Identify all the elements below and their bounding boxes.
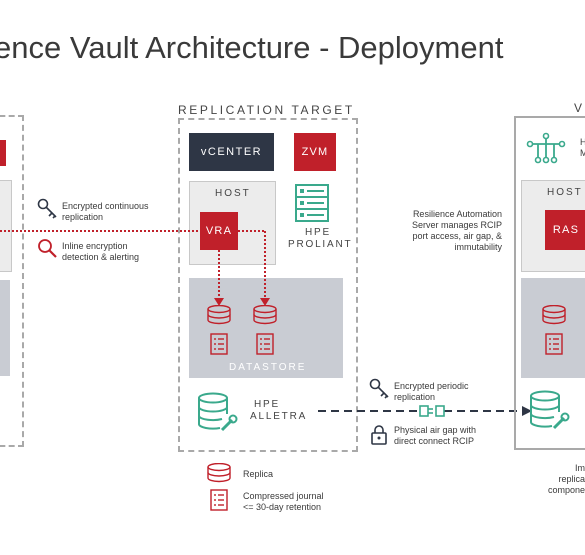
- datastore-label: DATASTORE: [229, 362, 307, 373]
- vault-bottom-line-2: replica: [558, 474, 585, 484]
- periodic-replication-note: Encrypted periodic replication: [394, 381, 469, 403]
- vault-icon-text: H M: [580, 137, 585, 159]
- page-title: ence Vault Architecture - Deployment: [0, 30, 504, 65]
- vault-host-label: HOST: [547, 187, 583, 198]
- periodic-line-2: replication: [394, 392, 436, 402]
- lock-icon: [371, 425, 387, 445]
- left-red-component: [0, 140, 6, 166]
- journal-icon: [210, 489, 228, 511]
- periodic-line-1: Encrypted periodic: [394, 381, 469, 391]
- datastore-box: [189, 278, 343, 378]
- plug-icon: [419, 405, 445, 417]
- ras-box: RAS: [545, 210, 585, 250]
- vra-box: VRA: [200, 212, 238, 250]
- vault-bottom-text: Im replica compone: [548, 463, 585, 496]
- proliant-label: HPE PROLIANT: [288, 227, 353, 251]
- replica-icon: [542, 305, 566, 325]
- ras-note-line-1: Resilience Automation: [412, 209, 502, 219]
- inline-encryption-note: Inline encryption detection & alerting: [62, 241, 139, 263]
- air-gap-line-1: Physical air gap with: [394, 425, 477, 435]
- replication-target-header: REPLICATION TARGET: [178, 103, 355, 117]
- proliant-line-1: HPE: [305, 227, 331, 238]
- replica-icon: [207, 463, 231, 483]
- ras-note-line-3: port access, air gap, &: [412, 231, 502, 241]
- vault-icon-text-2: M: [580, 148, 585, 158]
- proliant-line-2: PROLIANT: [288, 239, 353, 250]
- vault-box: [514, 116, 585, 450]
- legend-journal-line-2: <= 30-day retention: [243, 502, 322, 512]
- legend-replica-label: Replica: [243, 469, 274, 479]
- legend-journal-line-1: Compressed journal: [243, 491, 324, 501]
- vault-bottom-line-3: compone: [548, 485, 585, 495]
- air-gap-note: Physical air gap with direct connect RCI…: [394, 425, 476, 447]
- alletra-line-1: HPE: [254, 399, 280, 410]
- key-icon: [369, 378, 389, 399]
- alletra-label: HPE ALLETRA: [250, 399, 307, 423]
- server-icon: [295, 184, 329, 222]
- left-site-box: [0, 115, 24, 447]
- vault-header: V: [574, 101, 585, 115]
- vault-datastore-box: [521, 278, 585, 378]
- host-label: HOST: [215, 188, 251, 199]
- key-icon: [37, 198, 57, 219]
- inline-encryption-line-1: Inline encryption: [62, 241, 128, 251]
- vcenter-box: vCENTER: [189, 133, 274, 171]
- ras-note: Resilience Automation Server manages RCI…: [384, 209, 502, 253]
- inline-encryption-line-2: detection & alerting: [62, 252, 140, 262]
- left-datastore-box: [0, 280, 10, 376]
- vault-icon-text-1: H: [580, 137, 585, 147]
- vault-bottom-line-1: Im: [575, 463, 585, 473]
- encrypted-continuous-line-1: Encrypted continuous: [62, 201, 149, 211]
- legend-journal-label: Compressed journal <= 30-day retention: [243, 491, 324, 513]
- encrypted-continuous-note: Encrypted continuous replication: [62, 201, 149, 223]
- journal-icon: [545, 333, 563, 355]
- ras-note-line-4: immutability: [454, 242, 502, 252]
- ras-note-line-2: Server manages RCIP: [411, 220, 502, 230]
- air-gap-line-2: direct connect RCIP: [394, 436, 475, 446]
- magnifier-icon: [38, 239, 57, 258]
- storage-wrench-icon: [198, 392, 238, 432]
- storage-wrench-icon: [530, 390, 570, 430]
- replication-target-box: [178, 118, 358, 452]
- journal-icon: [256, 333, 274, 355]
- left-host-box: [0, 180, 12, 272]
- alletra-line-2: ALLETRA: [250, 411, 308, 422]
- zvm-box: ZVM: [294, 133, 336, 171]
- encrypted-continuous-line-2: replication: [62, 212, 104, 222]
- network-icon: [526, 132, 566, 164]
- journal-icon: [210, 333, 228, 355]
